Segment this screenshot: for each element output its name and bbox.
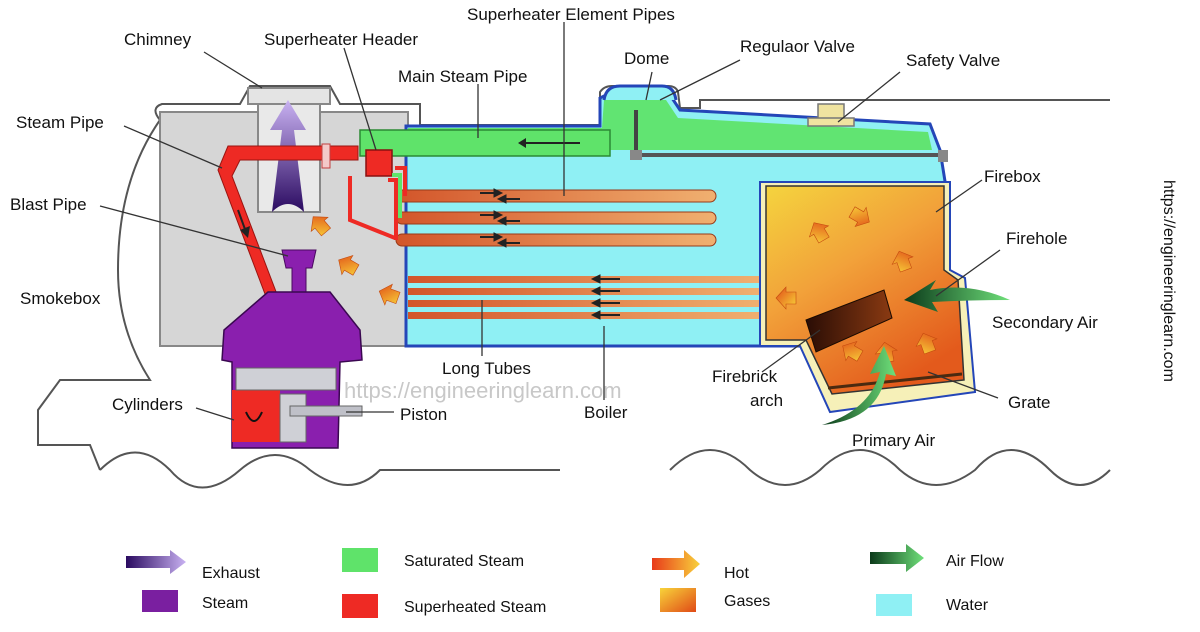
legend-steam-label: Steam	[202, 595, 248, 612]
label-steam-pipe: Steam Pipe	[16, 113, 104, 132]
label-piston: Piston	[400, 405, 447, 424]
cylinders	[221, 291, 363, 449]
main-steam-pipe	[359, 129, 611, 157]
label-grate: Grate	[1008, 393, 1051, 412]
firebrick-arch	[805, 289, 893, 353]
legend-saturated-swatch	[342, 548, 378, 572]
label-chimney: Chimney	[124, 30, 192, 49]
watermark: https://engineeringlearn.com	[344, 378, 622, 403]
label-secondary-air: Secondary Air	[992, 313, 1098, 332]
label-arch: arch	[750, 391, 783, 410]
secondary-air-arrow	[904, 280, 1010, 312]
label-firehole: Firehole	[1006, 229, 1067, 248]
legend: Exhaust Steam Saturated Steam Superheate…	[126, 544, 1004, 618]
locomotive-outline	[37, 85, 1111, 489]
legend-water-label: Water	[946, 597, 989, 614]
label-superheater-header: Superheater Header	[264, 30, 418, 49]
label-safety-valve: Safety Valve	[906, 51, 1000, 70]
hot-gas-arrows	[310, 206, 938, 364]
superheater-elements	[348, 166, 717, 247]
side-url: https://engineeringlearn.com	[1160, 180, 1177, 382]
legend-gases-swatch	[660, 588, 696, 612]
legend-steam-swatch	[142, 590, 178, 612]
legend-hot-icon	[652, 550, 700, 578]
legend-exhaust-label: Exhaust	[202, 565, 260, 582]
legend-saturated-label: Saturated Steam	[404, 553, 524, 570]
legend-exhaust-icon	[126, 550, 186, 574]
primary-air-arrow	[822, 346, 896, 425]
legend-superheated-label: Superheated Steam	[404, 599, 546, 616]
superheater-header	[365, 149, 393, 177]
legend-hot-label: Hot	[724, 565, 749, 582]
label-superheater-element-pipes: Superheater Element Pipes	[467, 5, 675, 24]
label-cylinders: Cylinders	[112, 395, 183, 414]
regulator-valve	[630, 110, 948, 162]
superheater-flow-arrows	[480, 188, 520, 248]
safety-valve	[807, 103, 855, 127]
legend-superheated-swatch	[342, 594, 378, 618]
label-dome: Dome	[624, 49, 669, 68]
label-primary-air: Primary Air	[852, 431, 935, 450]
long-tubes	[408, 276, 762, 319]
legend-airflow-icon	[870, 544, 924, 572]
label-firebox: Firebox	[984, 167, 1041, 186]
long-tube-arrows	[590, 274, 620, 320]
legend-gases-label: Gases	[724, 593, 770, 610]
label-firebrick: Firebrick	[712, 367, 778, 386]
label-blast-pipe: Blast Pipe	[10, 195, 87, 214]
legend-airflow-label: Air Flow	[946, 553, 1004, 570]
label-regulator-valve: Regulaor Valve	[740, 37, 855, 56]
label-main-steam-pipe: Main Steam Pipe	[398, 67, 527, 86]
label-boiler: Boiler	[584, 403, 628, 422]
label-long-tubes: Long Tubes	[442, 359, 531, 378]
label-smokebox: Smokebox	[20, 289, 101, 308]
leader-lines	[99, 22, 1001, 421]
legend-water-swatch	[876, 594, 912, 616]
